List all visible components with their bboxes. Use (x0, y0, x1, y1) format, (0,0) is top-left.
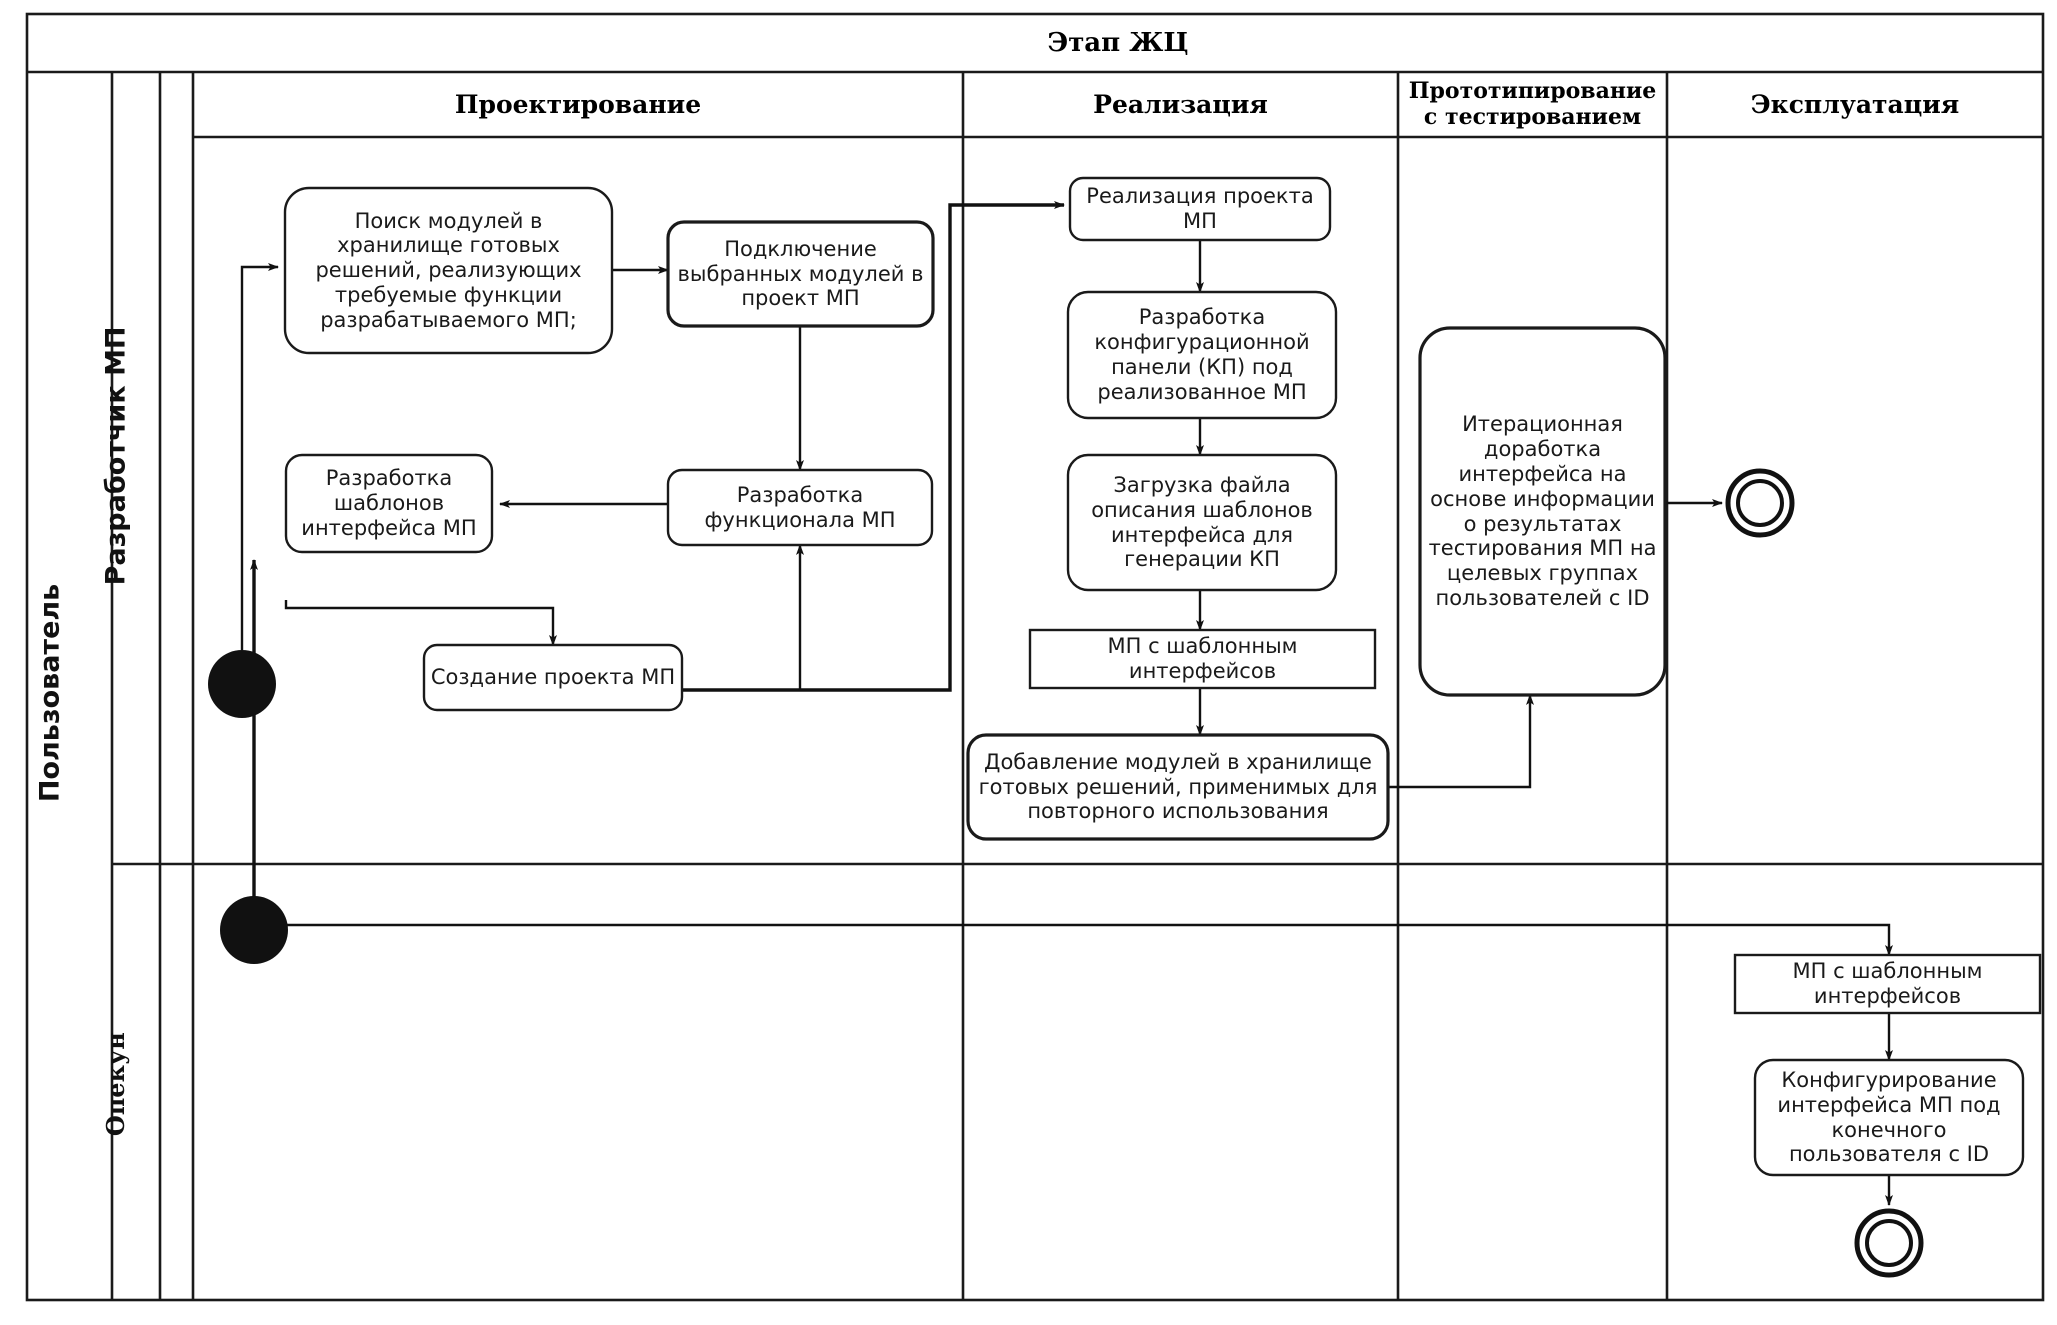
initial-node-developer (208, 650, 276, 718)
initial-node-guardian (220, 896, 288, 964)
initial-node-guardian-hit[interactable] (220, 896, 288, 964)
initial-node-developer-hit[interactable] (208, 650, 276, 718)
final-node-guardian-hit[interactable] (1855, 1209, 1923, 1277)
final-node-developer-hit[interactable] (1726, 469, 1794, 537)
